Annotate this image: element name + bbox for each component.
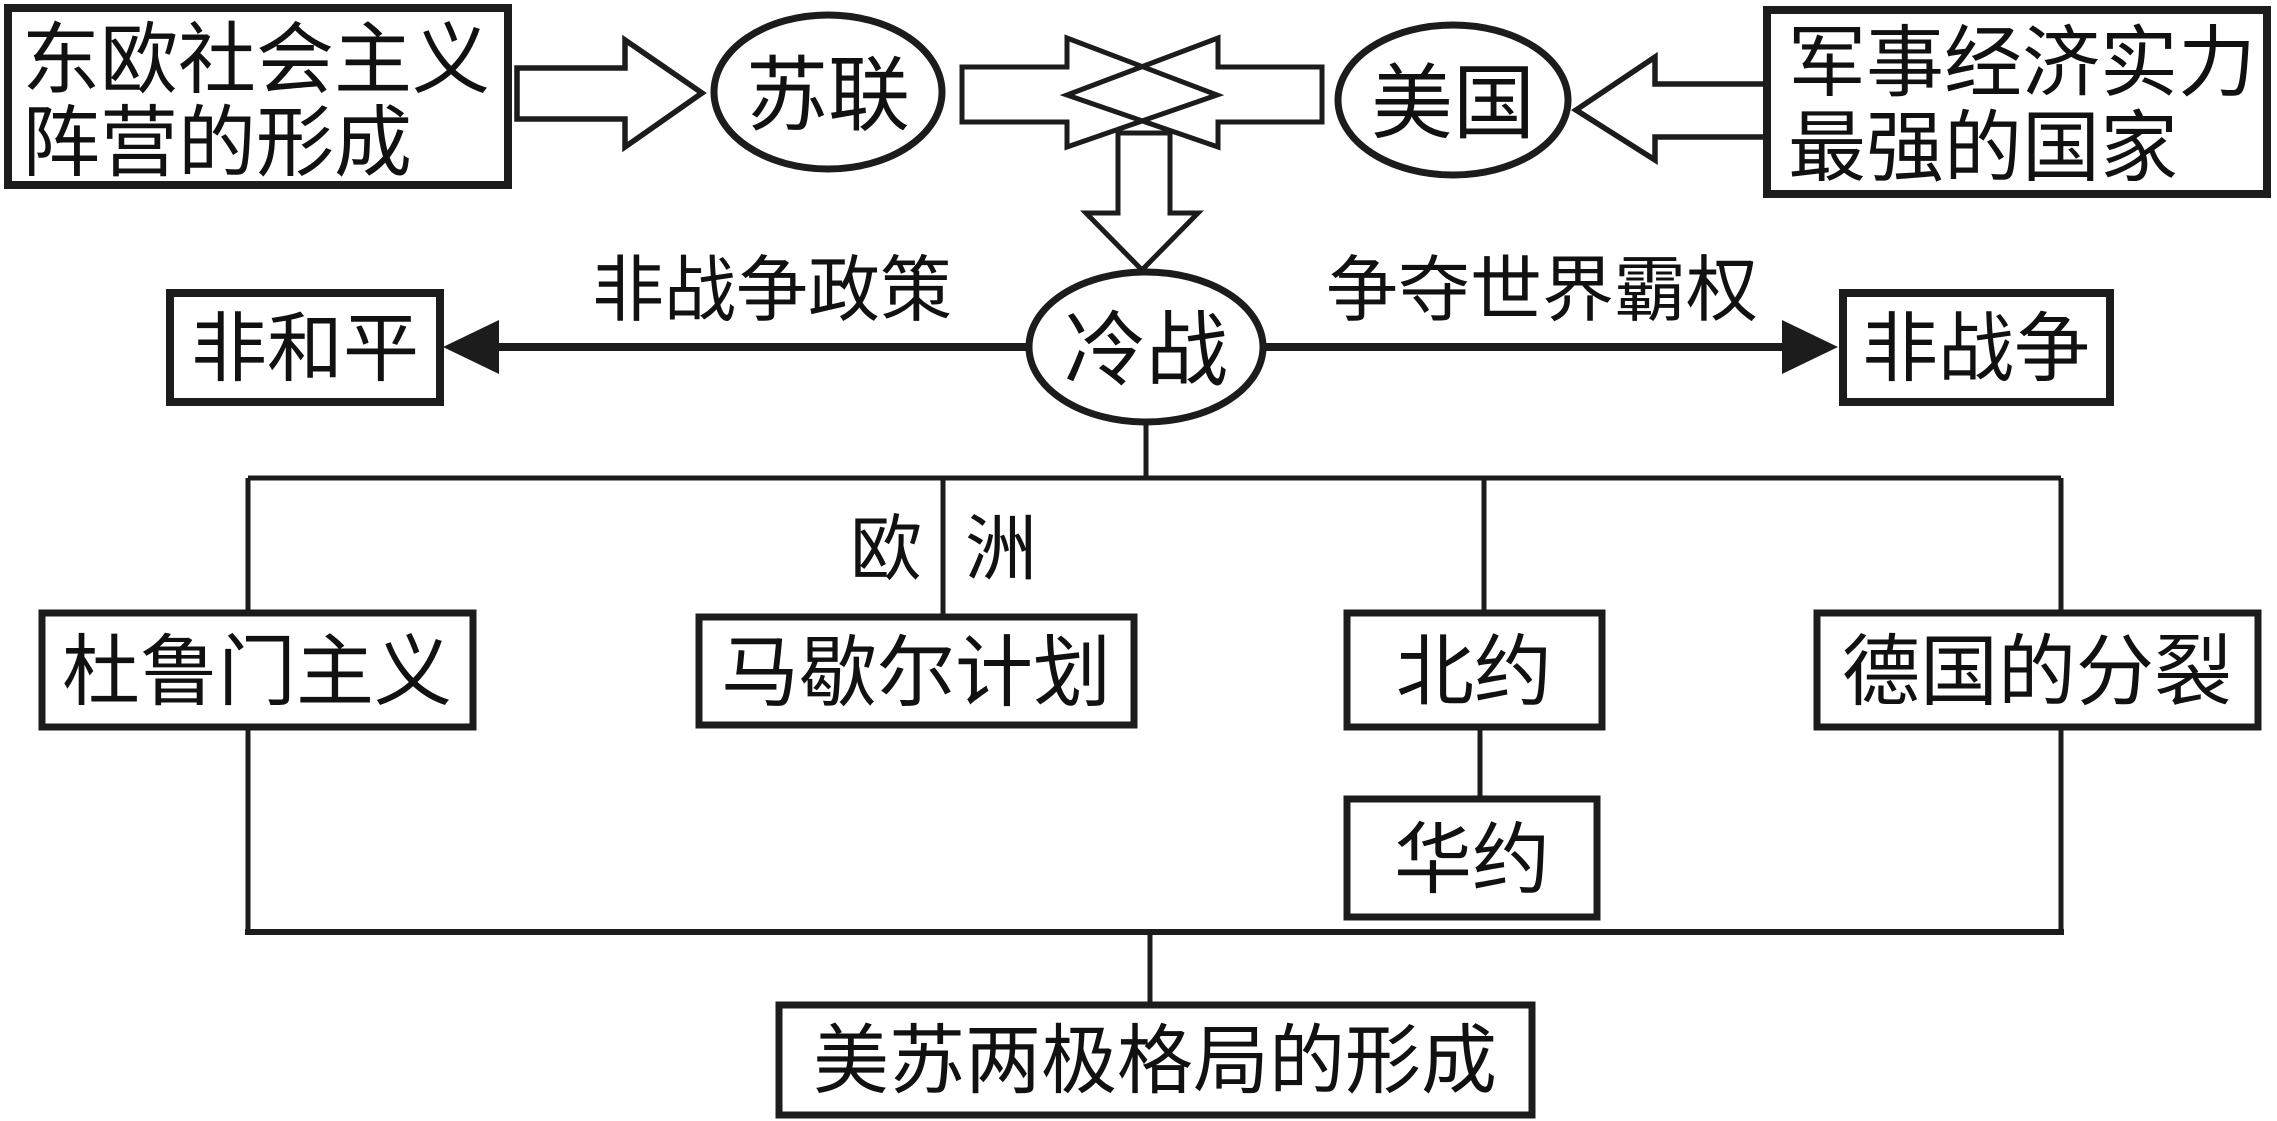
non-peace-label: 非和平 bbox=[191, 308, 419, 392]
tree-connector-lines bbox=[245, 422, 2064, 1005]
cold-war-label: 冷战 bbox=[1064, 306, 1228, 397]
strongest-box-line2: 最强的国家 bbox=[1788, 105, 2178, 192]
soviet-union-label: 苏联 bbox=[746, 51, 910, 142]
node-nato bbox=[1343, 609, 1606, 731]
non-war-box bbox=[1839, 289, 2114, 406]
bipolar-pattern-formation-label: 美苏两极格局的形成 bbox=[813, 1020, 1497, 1104]
usa-label: 美国 bbox=[1371, 59, 1535, 150]
nato-label: 北约 bbox=[1396, 629, 1552, 716]
eastern-europe-box-line2: 阵营的形成 bbox=[22, 100, 412, 187]
usa-ellipse bbox=[1334, 21, 1572, 179]
bipolar-pattern-formation-box bbox=[775, 1001, 1536, 1119]
hollow-arrow-usa-vs-soviet-left bbox=[1059, 34, 1325, 151]
hollow-arrow-down-to-cold-war bbox=[1080, 130, 1204, 274]
germany-split-label: 德国的分裂 bbox=[1842, 629, 2232, 716]
node-marshall-plan bbox=[695, 613, 1138, 729]
marshall-plan-label: 马歇尔计划 bbox=[721, 630, 1111, 717]
arrowhead-non-peace bbox=[443, 320, 499, 374]
eastern-europe-box-line1: 东欧社会主义 bbox=[22, 17, 490, 104]
europe-label-left-char: 欧 bbox=[850, 510, 922, 590]
seize-world-hegemony-label: 争夺世界霸权 bbox=[1326, 251, 1758, 331]
non-war-policy-label: 非战争政策 bbox=[592, 251, 952, 331]
non-war-label: 非战争 bbox=[1862, 308, 2090, 392]
non-peace-box bbox=[166, 289, 444, 406]
truman-doctrine-label: 杜鲁门主义 bbox=[62, 629, 452, 716]
node-truman-doctrine bbox=[38, 609, 477, 731]
hollow-arrow-left-to-usa bbox=[1570, 51, 1770, 165]
node-warsaw-pact bbox=[1343, 795, 1601, 921]
node-germany-split bbox=[1813, 609, 2262, 731]
warsaw-pact-label: 华约 bbox=[1394, 817, 1550, 904]
eastern-europe-socialist-camp-box bbox=[4, 4, 512, 189]
arrowhead-non-war bbox=[1782, 320, 1838, 374]
strongest-military-economy-box bbox=[1763, 6, 2271, 198]
soviet-union-ellipse bbox=[710, 11, 946, 173]
europe-label-right-char: 洲 bbox=[965, 510, 1037, 590]
strongest-box-line1: 军事经济实力 bbox=[1788, 20, 2256, 107]
hollow-arrow-right-to-soviet bbox=[514, 34, 707, 153]
